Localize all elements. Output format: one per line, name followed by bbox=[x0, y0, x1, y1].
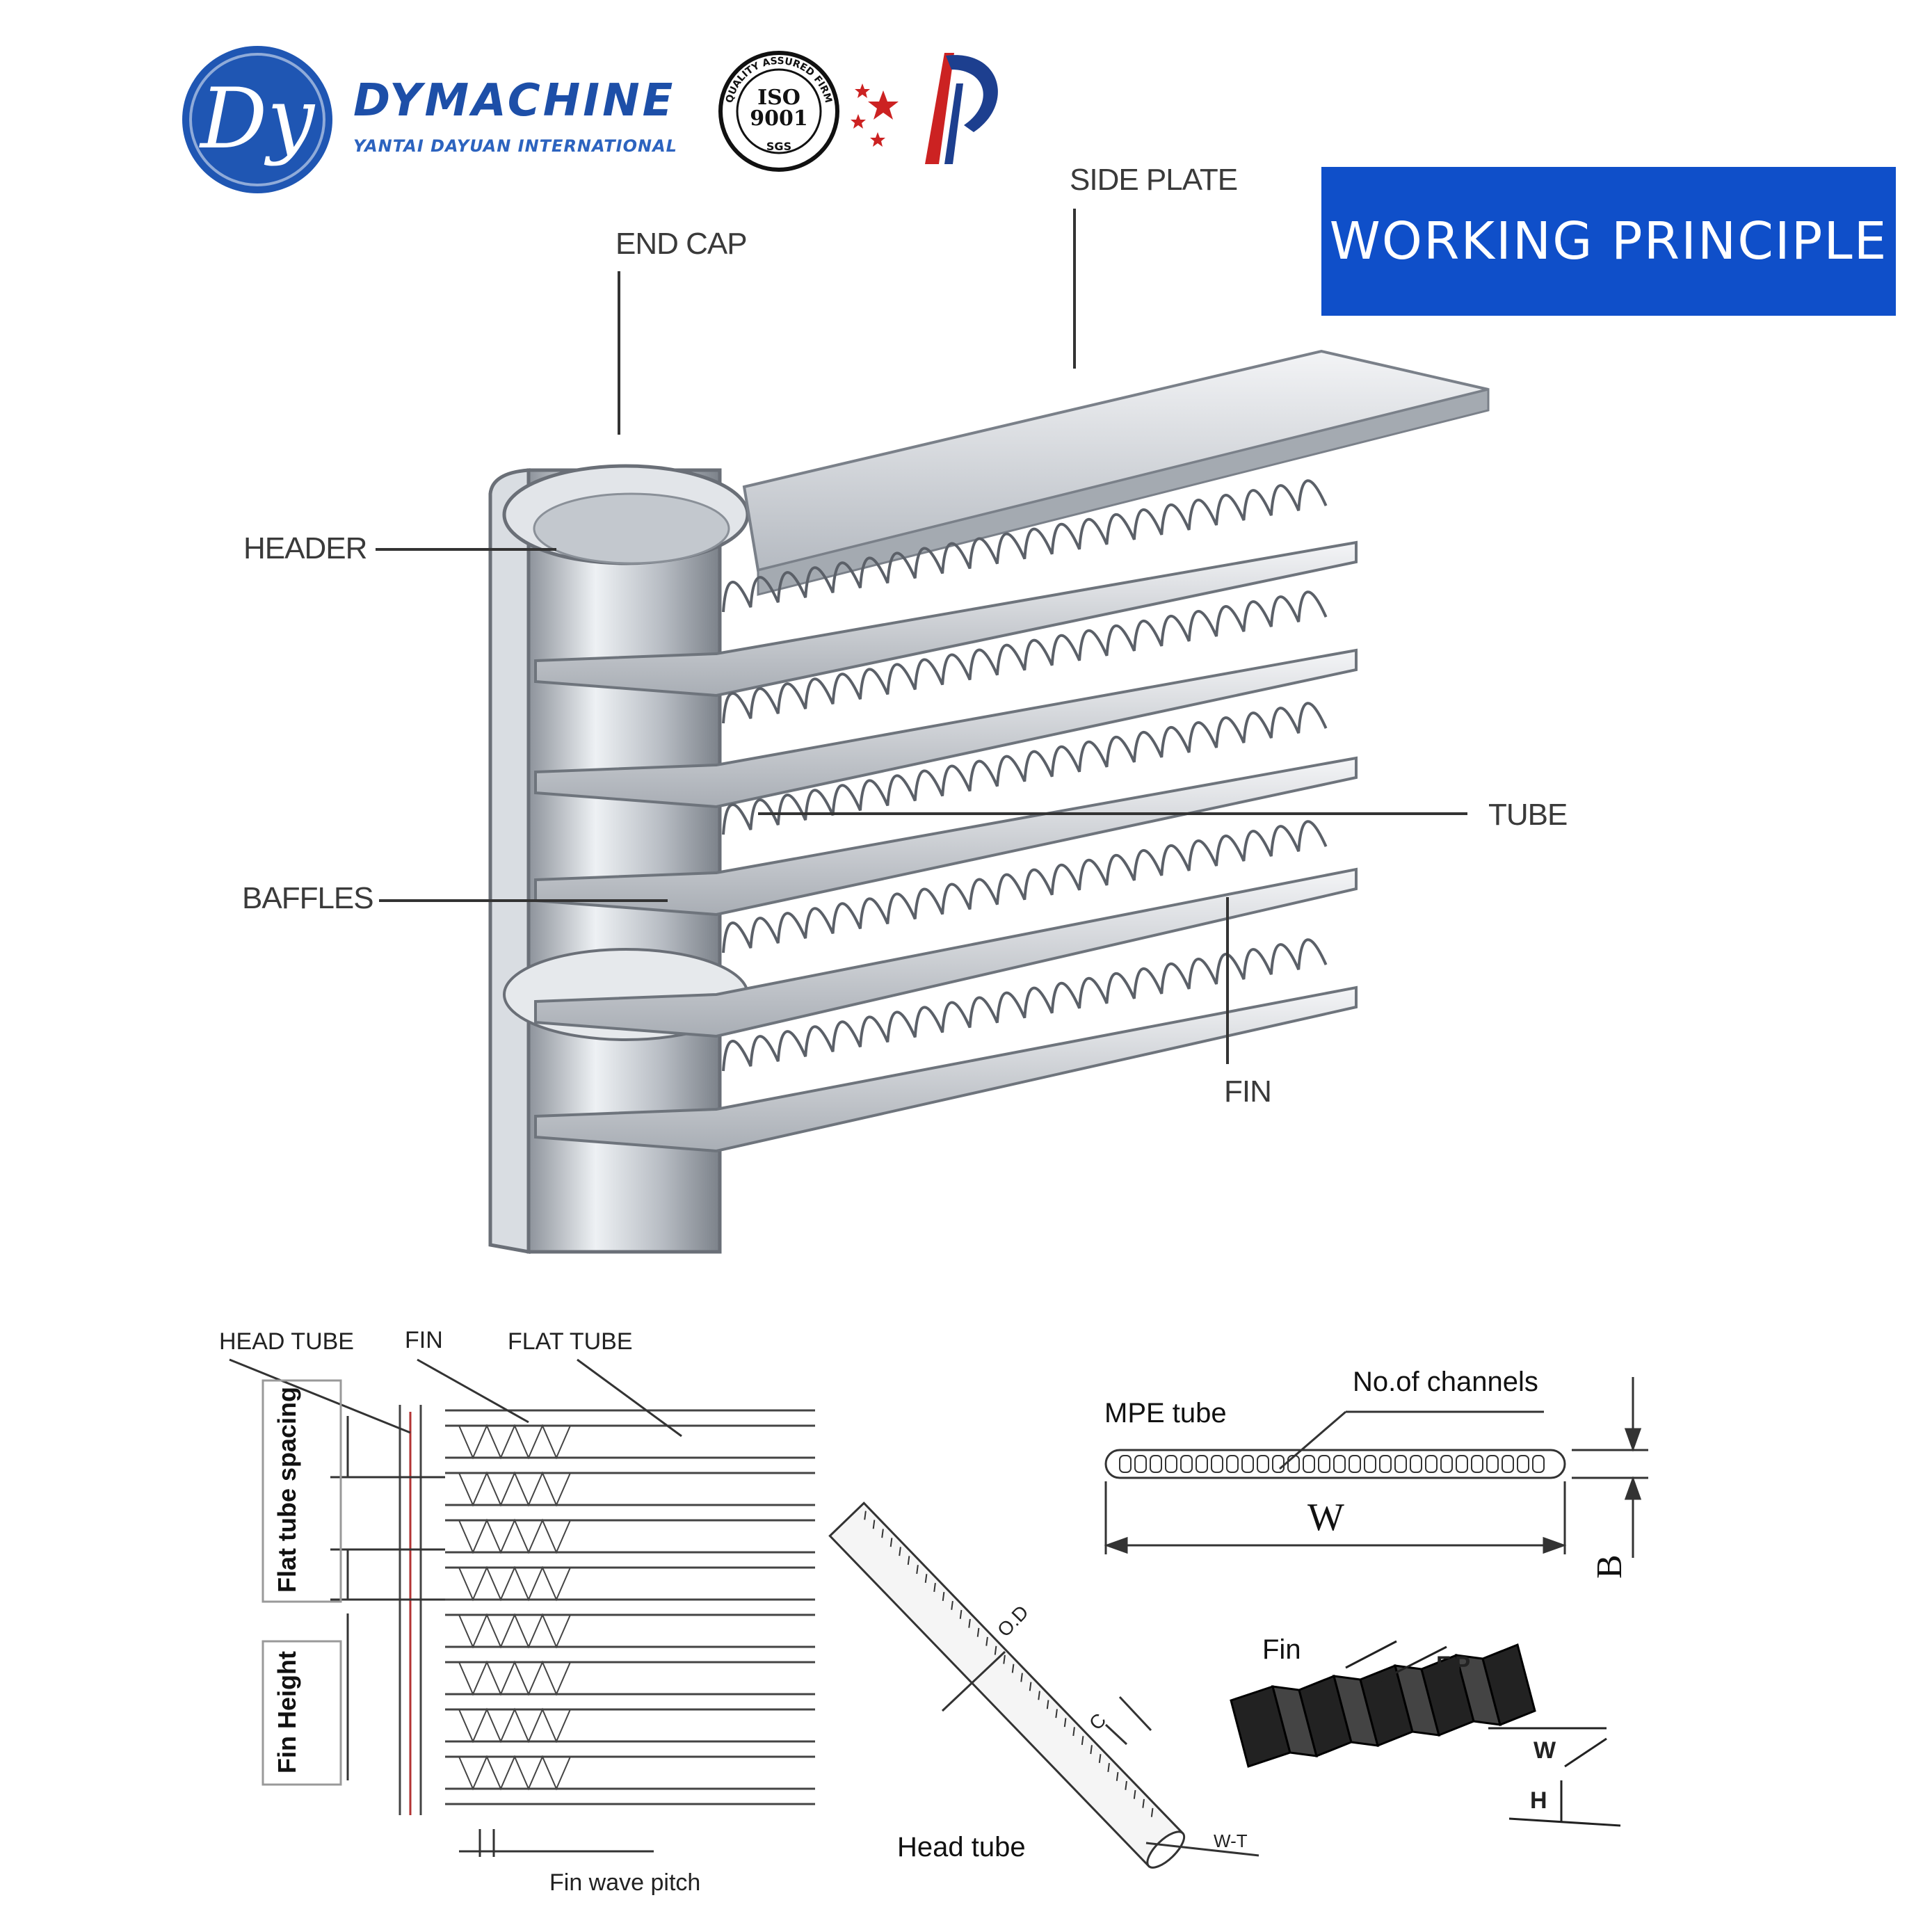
svg-text:SGS: SGS bbox=[766, 140, 791, 153]
label-end-cap: END CAP bbox=[615, 227, 748, 261]
working-principle-banner: WORKING PRINCIPLE bbox=[1321, 167, 1896, 316]
label-fp: F.P bbox=[1436, 1652, 1471, 1678]
label-fin: FIN bbox=[1224, 1074, 1272, 1109]
label-fin-h: H bbox=[1530, 1787, 1547, 1814]
svg-text:Dy: Dy bbox=[199, 71, 316, 168]
flat-tubes bbox=[534, 540, 1358, 1153]
label-fin-detail: FIN bbox=[405, 1327, 443, 1353]
label-head-tube-detail: Head tube bbox=[897, 1832, 1026, 1862]
label-tube: TUBE bbox=[1488, 798, 1568, 832]
label-side-plate: SIDE PLATE bbox=[1070, 163, 1238, 197]
brand-subtitle: YANTAI DAYUAN INTERNATIONAL bbox=[353, 136, 677, 156]
label-no-of-channels: No.of channels bbox=[1353, 1367, 1538, 1397]
iso-cert-seal: QUALITY ASSURED FIRM ISO 9001 SGS bbox=[716, 49, 842, 174]
fins bbox=[722, 479, 1328, 1072]
label-flat-tube: FLAT TUBE bbox=[508, 1328, 633, 1355]
banner-title: WORKING PRINCIPLE bbox=[1329, 211, 1888, 271]
dy-logo-icon: Dy bbox=[182, 46, 332, 193]
svg-text:9001: 9001 bbox=[750, 106, 808, 131]
brand-name: DYMACHINE bbox=[353, 75, 676, 127]
label-head-tube: HEAD TUBE bbox=[219, 1328, 354, 1355]
china-emblem bbox=[842, 42, 1015, 174]
side-plate bbox=[742, 349, 1490, 596]
fin-folds bbox=[1230, 1643, 1536, 1768]
label-mpe-w: W bbox=[1307, 1496, 1344, 1539]
label-fin-wave-pitch: Fin wave pitch bbox=[549, 1869, 701, 1896]
iso-seal-icon: QUALITY ASSURED FIRM ISO 9001 SGS bbox=[718, 51, 839, 172]
stars-emblem-icon bbox=[851, 53, 998, 164]
brand-logo: Dy bbox=[179, 43, 335, 196]
label-fin-w: W bbox=[1533, 1737, 1556, 1764]
label-header: HEADER bbox=[243, 531, 367, 565]
label-wt: W-T bbox=[1214, 1830, 1248, 1851]
label-baffles: BAFFLES bbox=[242, 881, 374, 915]
label-mpe-tube: MPE tube bbox=[1104, 1398, 1227, 1428]
label-fin-small: Fin bbox=[1262, 1634, 1301, 1665]
leader-lines bbox=[376, 209, 1467, 1064]
svg-text:ISO: ISO bbox=[757, 86, 800, 110]
